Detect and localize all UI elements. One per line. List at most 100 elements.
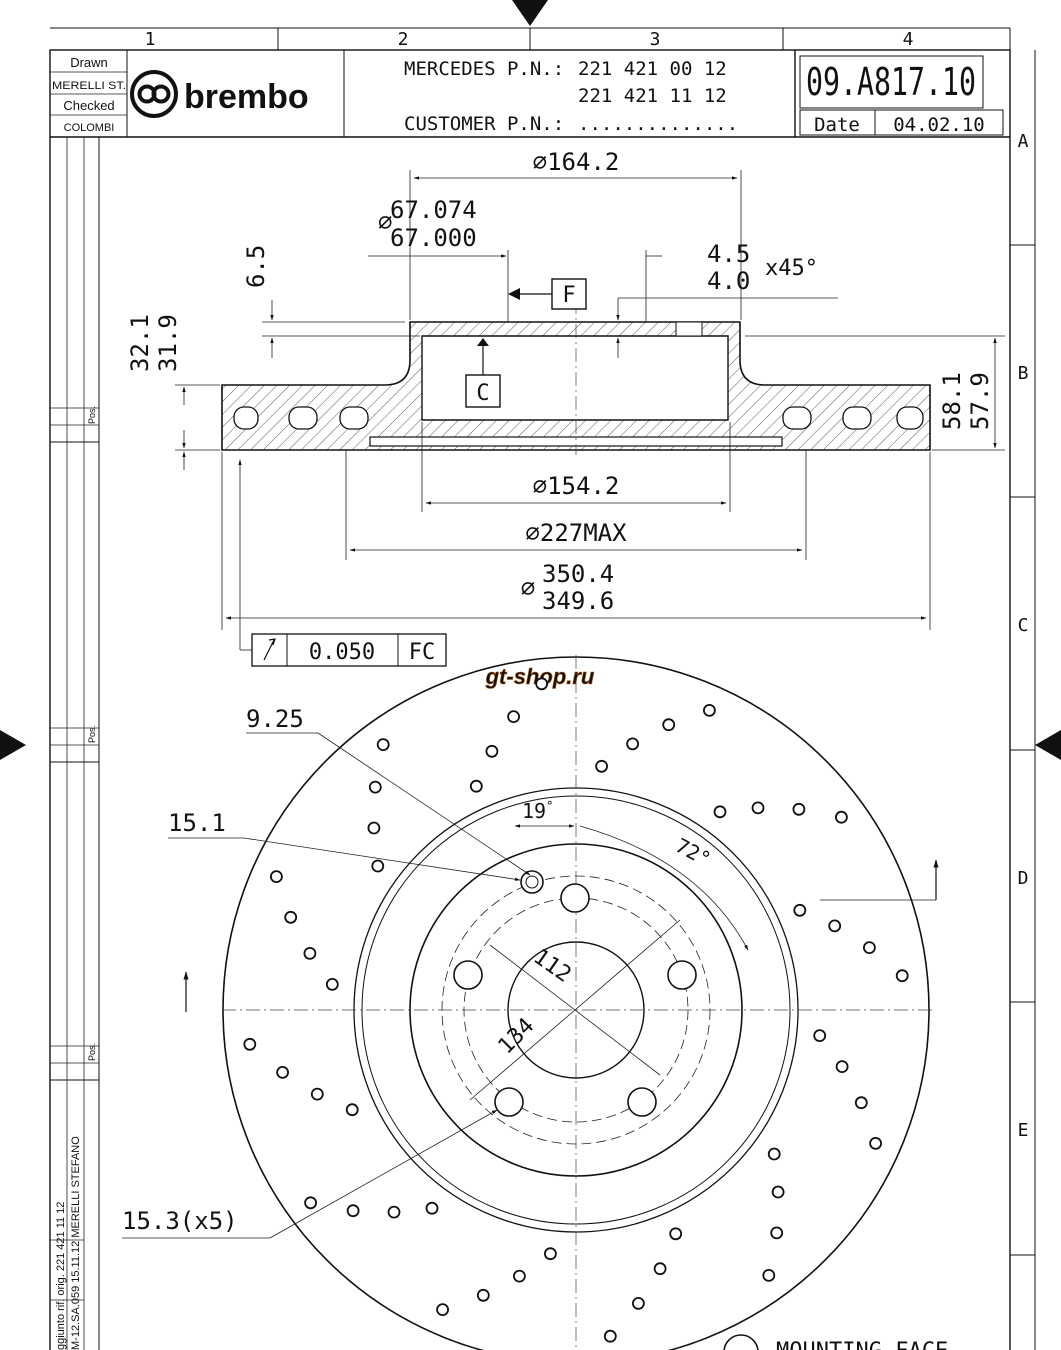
runout-value: 0.050 <box>309 640 375 665</box>
mounting-face-label: MOUNTING FACE <box>776 1339 948 1350</box>
drill-hole <box>632 1297 645 1310</box>
drill-hole <box>513 1269 526 1283</box>
bolt-hole <box>667 960 697 990</box>
dim-chamfer-upper: 4.5 <box>707 240 750 268</box>
drill-hole <box>713 805 727 819</box>
brembo-logo-icon: brembo <box>130 70 309 118</box>
drawn-label: Drawn <box>70 55 108 70</box>
drill-hole <box>269 870 283 883</box>
drill-hole <box>303 947 317 960</box>
mercedes-pn-1: 221 421 00 12 <box>578 58 727 80</box>
drill-hole <box>653 1262 667 1276</box>
drill-hole <box>243 1037 257 1051</box>
mercedes-pn-2: 221 421 11 12 <box>578 85 727 107</box>
pos-label-1: Pos. <box>87 406 97 424</box>
bolt-hole <box>494 1087 524 1117</box>
grid-col-2: 2 <box>398 29 409 50</box>
drill-hole <box>813 1029 827 1042</box>
locator-hole <box>520 870 544 894</box>
dim-pcd-112: 112 <box>529 944 576 987</box>
title-block: Drawn MERELLI ST. Checked COLOMBI brembo… <box>50 50 1010 138</box>
grid-row-b: B <box>1018 363 1029 384</box>
date-value: 04.02.10 <box>893 114 985 136</box>
grid-col-3: 3 <box>650 29 661 50</box>
pos-label-2: Pos. <box>87 725 97 743</box>
date-label: Date <box>814 114 860 136</box>
drill-hole <box>469 779 483 793</box>
dim-od-hat: ⌀164.2 <box>533 148 620 176</box>
brand-name: brembo <box>184 78 309 116</box>
dim-total-lower: 57.9 <box>966 372 994 430</box>
dim-total-upper: 58.1 <box>938 372 966 430</box>
drill-hole <box>828 919 842 933</box>
drill-hole <box>793 903 807 917</box>
runout-frame <box>251 633 447 667</box>
drill-hole <box>835 1060 849 1073</box>
drill-hole <box>345 1103 359 1117</box>
bolt-hole <box>453 960 483 990</box>
drill-hole <box>669 1227 683 1241</box>
drill-hole <box>425 1201 439 1215</box>
dim-angle-19: 19° <box>522 799 553 823</box>
locator-hole-inner <box>525 875 539 889</box>
dim-center-hole: 15.1 <box>168 809 226 837</box>
drill-hole <box>376 738 390 751</box>
bolt-holes <box>453 883 697 1117</box>
mounting-face-marker <box>723 1334 759 1350</box>
grid-row-a: A <box>1018 131 1029 152</box>
hat-notch <box>675 321 703 337</box>
drill-hole <box>485 744 499 758</box>
drill-hole <box>767 1147 781 1161</box>
dim-od-symbol: ⌀ <box>521 574 535 602</box>
bolt-hole <box>560 883 590 913</box>
part-number: 09.A817.10 <box>806 60 976 104</box>
cooling-vents <box>233 406 924 430</box>
checked-by: COLOMBI <box>64 122 115 134</box>
drill-hole <box>304 1196 318 1210</box>
dim-height-lower: 31.9 <box>154 314 182 372</box>
drill-hole <box>854 1096 868 1110</box>
grid-row-d: D <box>1018 868 1029 889</box>
dim-height-upper: 32.1 <box>126 314 154 372</box>
dim-hat-step: 6.5 <box>242 245 270 288</box>
customer-pn-label: CUSTOMER P.N.: <box>404 113 564 135</box>
grid-row-e: E <box>1018 1120 1029 1141</box>
drill-hole <box>770 1226 784 1240</box>
runout-arrow-icon <box>263 638 276 661</box>
dim-bolt-holes: 15.3(x5) <box>122 1207 238 1235</box>
dim-chamfer-lower: 4.0 <box>707 267 750 295</box>
face-view: 9.25 15.1 19° 72° 112 134 15.3(x5) MOUNT… <box>122 655 948 1350</box>
center-mark-top-right <box>530 0 548 26</box>
drill-hole <box>367 821 381 835</box>
drawn-by: MERELLI ST. <box>52 80 126 92</box>
drill-hole <box>368 780 382 794</box>
center-mark-right <box>1035 730 1061 760</box>
dim-bore-upper: 67.074 <box>390 196 477 224</box>
dim-227: ⌀227MAX <box>525 519 627 547</box>
dim-od-lower: 349.6 <box>542 587 614 615</box>
cross-drill-holes <box>243 677 909 1343</box>
revision-note-1: ggiunto rif. orig. 221 421 11 12 <box>55 1202 67 1350</box>
drill-hole <box>371 859 385 873</box>
drill-hole <box>507 710 520 723</box>
drill-hole <box>762 1269 776 1282</box>
drill-hole <box>835 810 848 824</box>
drill-hole <box>626 737 639 751</box>
bolt-hole <box>627 1087 657 1117</box>
dim-chamfer-angle: x45° <box>765 256 818 281</box>
pos-label-3: Pos. <box>87 1043 97 1061</box>
drill-hole <box>603 1329 617 1343</box>
drill-hole <box>792 802 806 816</box>
drill-hole <box>310 1087 324 1101</box>
datum-c: C <box>476 381 489 406</box>
datum-c-box <box>465 374 501 408</box>
section-view: ⌀164.2 ⌀ 67.074 67.000 6.5 4.5 4.0 x45° … <box>126 148 1005 667</box>
mercedes-pn-label: MERCEDES P.N.: <box>404 58 564 80</box>
drill-hole <box>284 910 298 924</box>
dim-bore-lower: 67.000 <box>390 224 477 252</box>
drill-hole <box>276 1066 290 1079</box>
grid-col-4: 4 <box>903 29 914 50</box>
drill-hole <box>544 1247 557 1261</box>
